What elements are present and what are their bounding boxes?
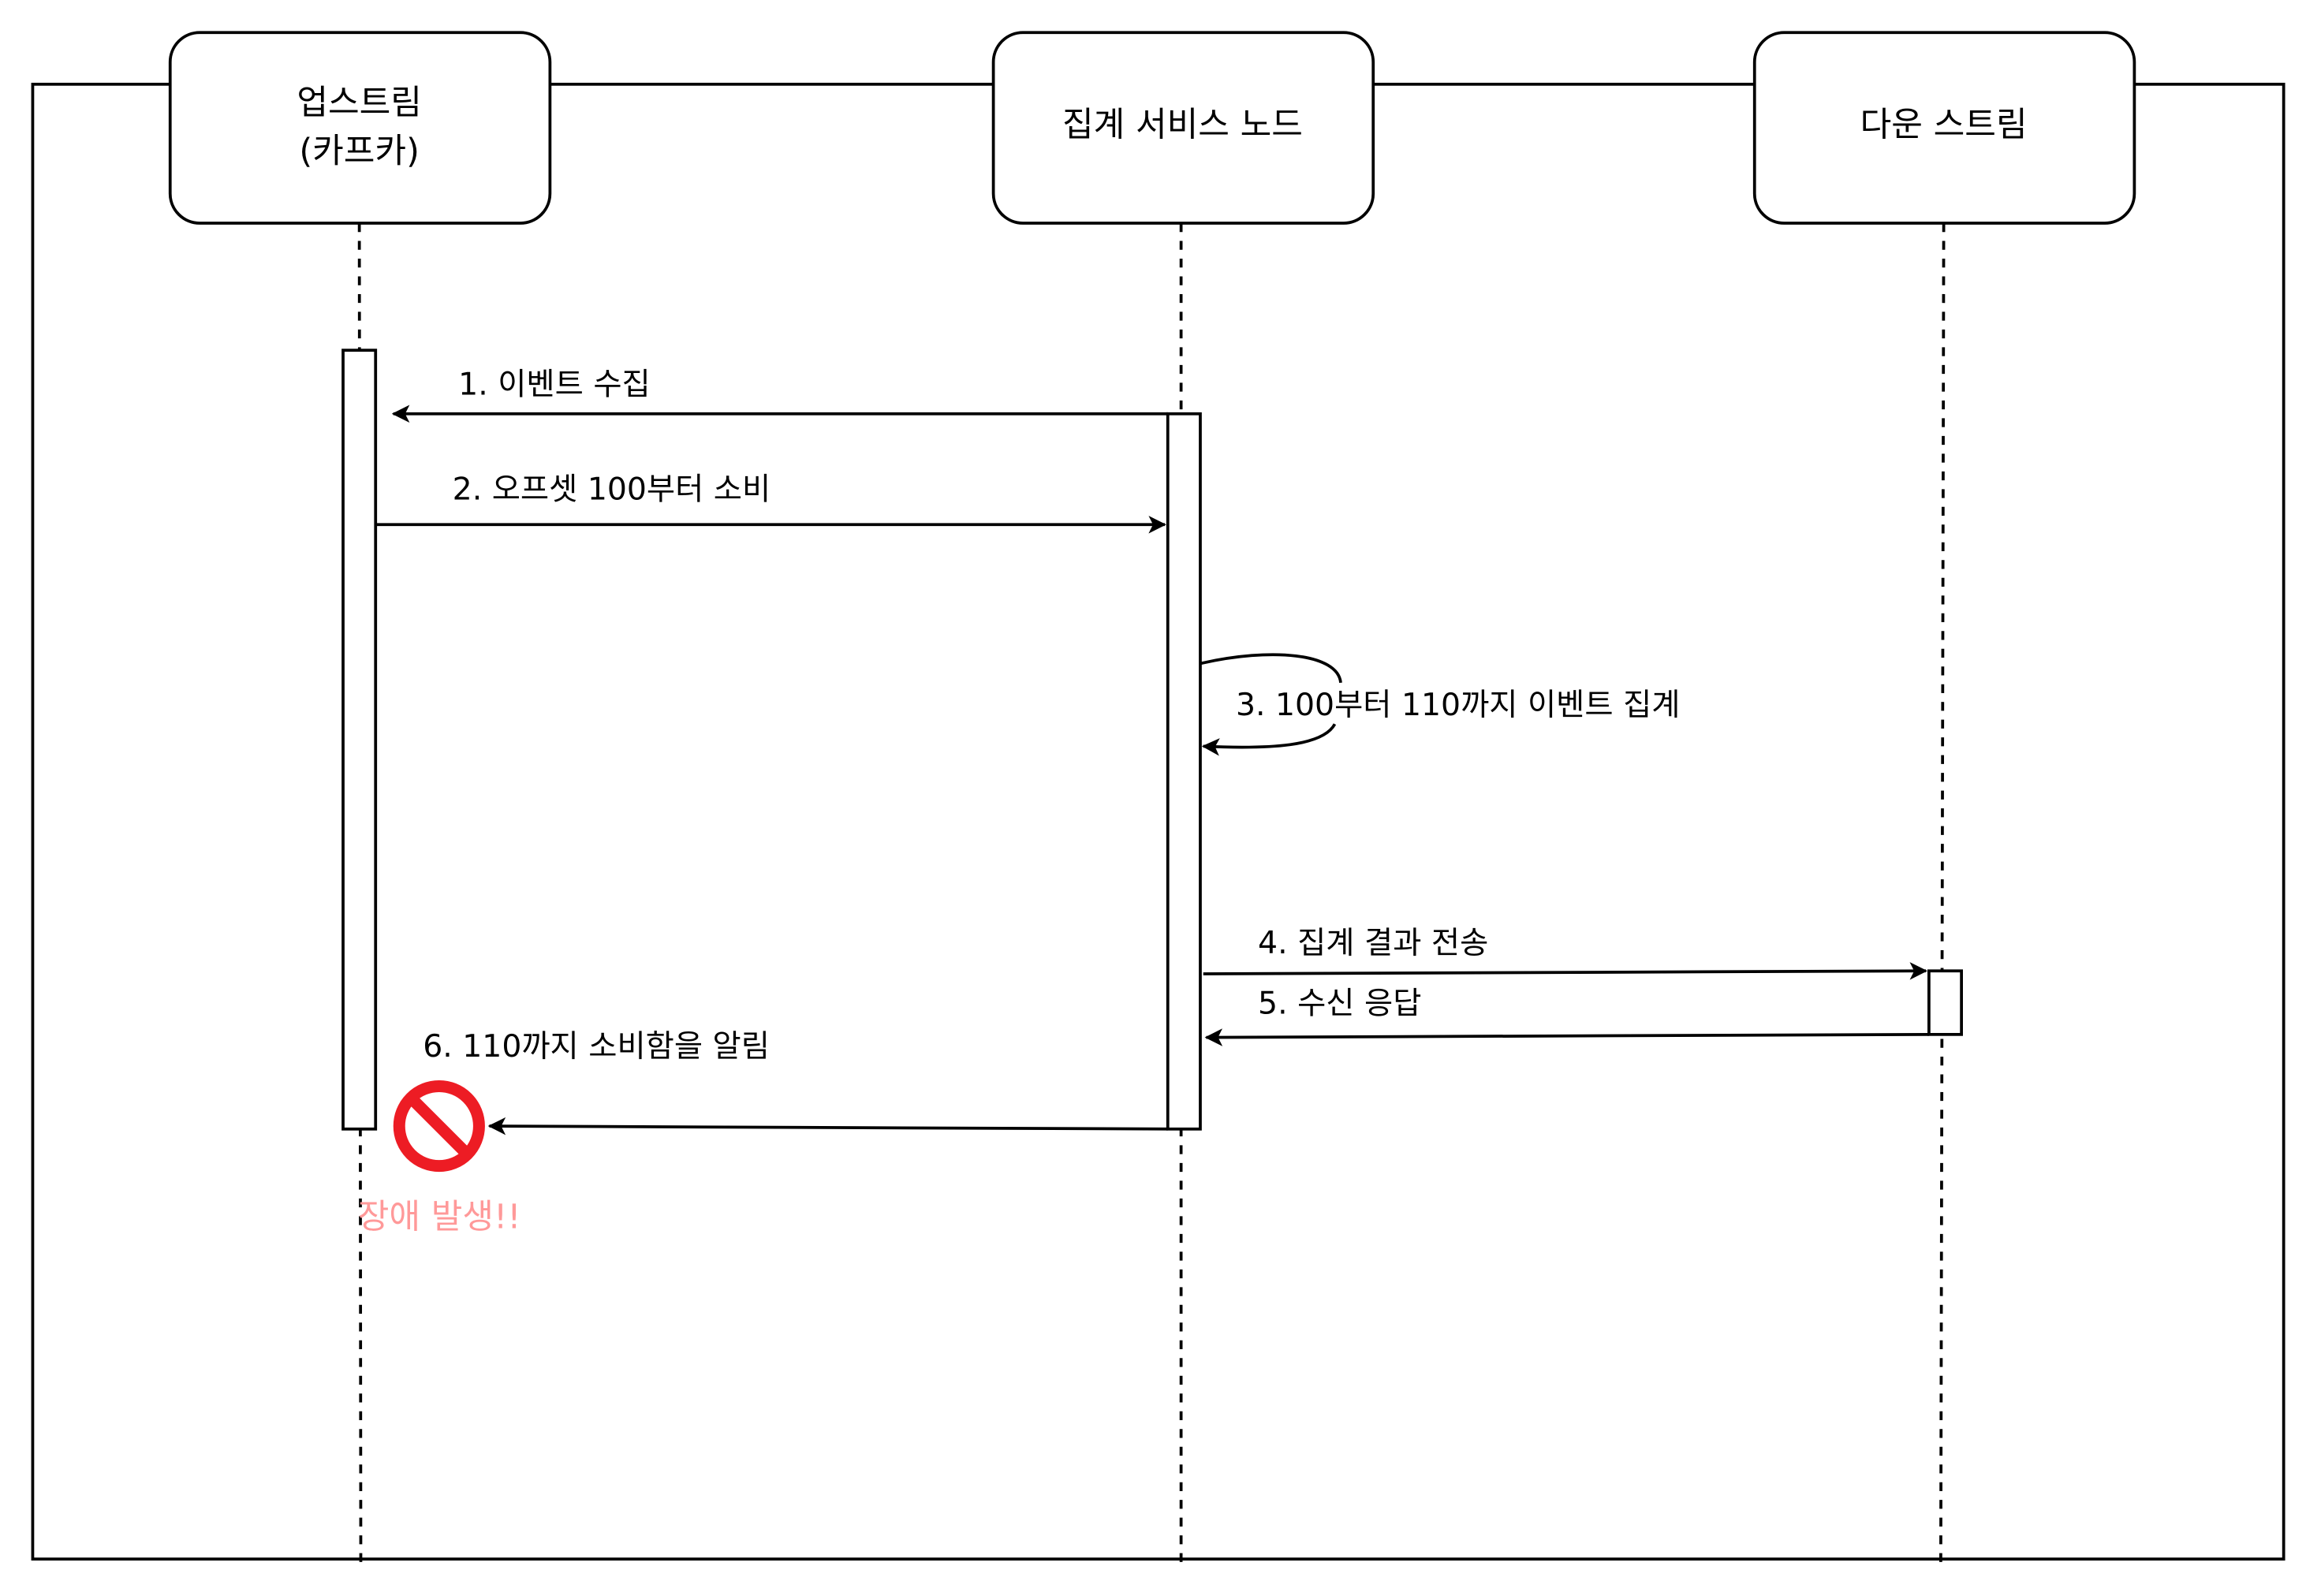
prohibited-icon	[393, 1080, 485, 1173]
participant-label: 집계 서비스 노드	[1062, 105, 1303, 144]
participant-label: 업스트림	[297, 83, 422, 122]
message-label-3: 3. 100부터 110까지 이벤트 집계	[1236, 687, 1681, 723]
message-arrow-6	[487, 1117, 1168, 1135]
lifeline-upstream	[357, 222, 363, 1567]
message-label-2: 2. 오프셋 100부터 소비	[453, 471, 771, 507]
activation-aggregator	[1166, 412, 1202, 1131]
message-arrow-4	[1203, 962, 1928, 980]
message-label-5: 5. 수신 응답	[1258, 986, 1421, 1022]
error-label: 장애 발생!!	[358, 1197, 521, 1236]
participant-upstream[interactable]: 업스트림 (카프카)	[168, 31, 552, 225]
activation-upstream	[341, 349, 378, 1131]
activation-downstream	[1927, 969, 1963, 1036]
message-label-1: 1. 이벤트 수집	[458, 366, 651, 402]
participant-aggregator[interactable]: 집계 서비스 노드	[991, 31, 1375, 225]
lifeline-downstream	[1939, 222, 1946, 1567]
message-arrow-3-self	[1200, 653, 1342, 747]
participant-downstream[interactable]: 다운 스트림	[1752, 31, 2136, 225]
participant-label: 다운 스트림	[1860, 105, 2028, 144]
message-arrow-5	[1204, 1028, 1929, 1046]
message-label-6: 6. 110까지 소비함을 알림	[423, 1028, 770, 1065]
message-label-4: 4. 집계 결과 전송	[1258, 925, 1488, 961]
participant-sublabel: (카프카)	[299, 132, 420, 171]
